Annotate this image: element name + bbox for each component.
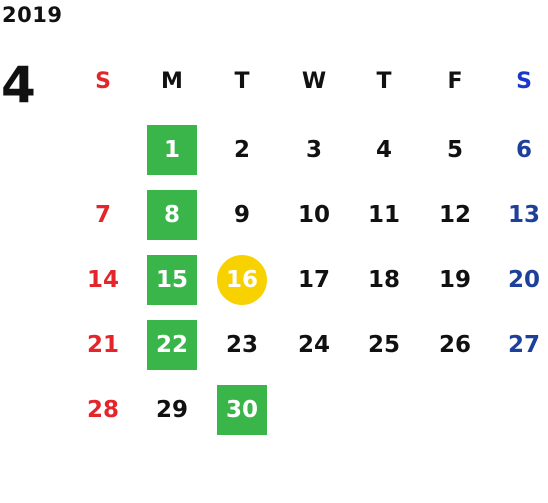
day-cell[interactable]: 7 bbox=[94, 202, 111, 228]
day-cell[interactable]: 3 bbox=[305, 137, 322, 163]
year-label: 2019 bbox=[2, 3, 63, 27]
day-cell[interactable]: 27 bbox=[507, 332, 540, 358]
day-cell[interactable]: 5 bbox=[446, 137, 463, 163]
weekday-header: T bbox=[376, 69, 392, 94]
day-cell[interactable]: 20 bbox=[507, 267, 540, 293]
day-cell-highlighted[interactable]: 8 bbox=[147, 190, 197, 240]
day-cell[interactable]: 6 bbox=[515, 137, 532, 163]
day-cell[interactable]: 18 bbox=[367, 267, 400, 293]
day-cell[interactable]: 21 bbox=[86, 332, 119, 358]
weekday-header: S bbox=[95, 69, 111, 94]
day-cell[interactable]: 24 bbox=[297, 332, 330, 358]
weekday-header: F bbox=[447, 69, 463, 94]
month-label: 4 bbox=[1, 56, 36, 114]
day-cell-highlighted[interactable]: 30 bbox=[217, 385, 267, 435]
day-cell[interactable]: 4 bbox=[375, 137, 392, 163]
day-cell[interactable]: 10 bbox=[297, 202, 330, 228]
day-cell[interactable]: 29 bbox=[155, 397, 188, 423]
day-cell[interactable]: 12 bbox=[438, 202, 471, 228]
day-cell[interactable]: 26 bbox=[438, 332, 471, 358]
day-cell-highlighted[interactable]: 22 bbox=[147, 320, 197, 370]
weekday-header: S bbox=[516, 69, 532, 94]
weekday-header: W bbox=[301, 69, 327, 94]
day-cell-highlighted[interactable]: 15 bbox=[147, 255, 197, 305]
day-cell[interactable]: 2 bbox=[233, 137, 250, 163]
day-cell[interactable]: 9 bbox=[233, 202, 250, 228]
day-cell-highlighted[interactable]: 1 bbox=[147, 125, 197, 175]
day-cell[interactable]: 14 bbox=[86, 267, 119, 293]
day-cell[interactable]: 23 bbox=[225, 332, 258, 358]
weekday-header: T bbox=[234, 69, 250, 94]
day-cell[interactable]: 17 bbox=[297, 267, 330, 293]
day-cell[interactable]: 25 bbox=[367, 332, 400, 358]
day-cell[interactable]: 28 bbox=[86, 397, 119, 423]
weekday-header: M bbox=[161, 69, 183, 94]
day-cell[interactable]: 11 bbox=[367, 202, 400, 228]
day-cell-today[interactable]: 16 bbox=[217, 255, 267, 305]
day-cell[interactable]: 13 bbox=[507, 202, 540, 228]
day-cell[interactable]: 19 bbox=[438, 267, 471, 293]
